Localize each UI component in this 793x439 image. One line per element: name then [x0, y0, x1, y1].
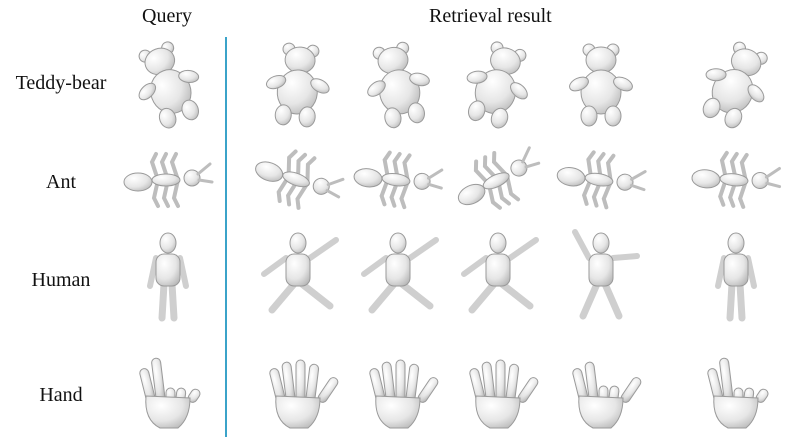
teddy-bear-result-5-shape [688, 36, 784, 132]
row-label-hand: Hand [39, 384, 83, 406]
ant-result-5-shape [688, 132, 784, 228]
hand-result-1-shape [250, 342, 346, 438]
teddy-bear-result-1-shape [250, 36, 346, 132]
retrieval-result-column-header: Retrieval result [429, 5, 552, 27]
human-query-shape [120, 228, 216, 324]
query-result-divider [225, 37, 227, 437]
human-result-5-shape [688, 228, 784, 324]
teddy-bear-result-2-shape [350, 36, 446, 132]
query-column-header: Query [142, 5, 192, 27]
hand-result-4-shape [553, 342, 649, 438]
ant-result-4-shape [553, 132, 649, 228]
row-label-human: Human [31, 269, 91, 291]
hand-query-shape [120, 342, 216, 438]
teddy-bear-result-4-shape [553, 36, 649, 132]
hand-result-3-shape [450, 342, 546, 438]
teddy-bear-result-3-shape [450, 36, 546, 132]
human-result-1-shape [250, 228, 346, 324]
ant-result-3-shape [450, 132, 546, 228]
ant-query-shape [120, 132, 216, 228]
teddy-bear-query-shape [120, 36, 216, 132]
human-result-4-shape [553, 228, 649, 324]
row-label-ant: Ant [46, 171, 76, 193]
human-result-2-shape [350, 228, 446, 324]
ant-result-1-shape [250, 132, 346, 228]
ant-result-2-shape [350, 132, 446, 228]
hand-result-5-shape [688, 342, 784, 438]
hand-result-2-shape [350, 342, 446, 438]
human-result-3-shape [450, 228, 546, 324]
row-label-teddy-bear: Teddy-bear [15, 72, 107, 94]
